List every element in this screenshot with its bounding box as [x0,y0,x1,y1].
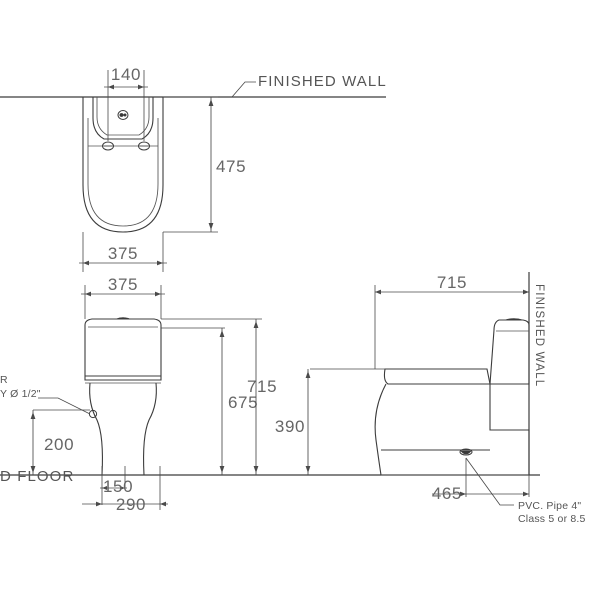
front-elevation-view: R Y Ø 1/2" 200 D FLOOR 375 675 [0,275,300,514]
pvc-pipe-label-line1: PVC. Pipe 4" [518,500,581,512]
plan-bolt-hole-left-icon [102,141,114,151]
front-290-arrow-left-icon [96,501,102,507]
side-dim-715-label: 715 [437,273,467,292]
plan-flush-button-dot-right-icon [123,113,127,117]
side-390-arrow-top-icon [305,371,311,378]
side-elevation-view: FINISHED WALL PVC. Pipe 4" Class 5 or 8.… [275,272,586,525]
finished-floor-label: D FLOOR [0,468,74,485]
front-dim-150-label: 150 [103,477,133,496]
finished-wall-label-vertical: FINISHED WALL [533,284,545,387]
side-bowl-front-profile [374,383,387,476]
front-715-arrow-top-icon [253,321,259,328]
water-supply-label-line1: R [0,374,8,386]
plan-375-arrow-left-icon [83,260,89,266]
plan-view-top: 140 375 475 FINISHED WALL [0,65,387,272]
plan-dim-140-label: 140 [111,65,141,84]
plan-475-arrow-top-icon [208,99,214,106]
plan-475-arrow-bottom-icon [208,223,214,230]
front-dim-290-label: 290 [116,495,146,514]
side-outlet-icon [459,448,473,456]
pvc-pipe-label-line2: Class 5 or 8.5 [518,513,586,525]
side-flush-button-icon [504,318,524,321]
front-715-arrow-bottom-icon [253,466,259,473]
side-715-arrow-left-icon [375,289,381,295]
plan-140-arrow-left-icon [108,84,114,90]
front-bowl-left-profile [89,382,103,476]
plan-bowl-outline [82,97,164,233]
front-200-arrow-bottom-icon [30,466,36,473]
front-375-arrow-left-icon [85,291,91,297]
plan-bolt-hole-right-icon [138,141,150,151]
water-supply-label-line2: Y Ø 1/2" [0,388,41,400]
plan-dim-375-label: 375 [108,244,138,263]
plan-bowl-inner [87,118,159,227]
front-200-arrow-top-icon [30,412,36,419]
side-465-arrow-left-icon [460,491,466,497]
front-675-arrow-bottom-icon [219,466,225,473]
plan-dim-475-label: 475 [216,157,246,176]
front-bowl-right-profile [143,382,157,476]
finished-wall-label-horizontal: FINISHED WALL [258,73,387,90]
front-flush-button-icon [115,317,131,320]
side-tank-outline [489,319,530,385]
plan-flush-button-dot-left-icon [119,113,124,117]
front-150-arrow-left-icon [102,486,107,490]
pvc-pipe-leader [465,457,514,506]
front-tank-outline [84,318,162,381]
side-outlet-fill-icon [460,450,472,455]
front-290-arrow-right-icon [160,501,166,507]
front-675-arrow-top-icon [219,330,225,337]
side-seat-outline [383,368,491,385]
plan-flush-button-icon [117,110,129,120]
plan-375-arrow-right-icon [157,260,163,266]
side-dim-390-label: 390 [275,417,305,436]
front-dim-375-label: 375 [108,275,138,294]
front-dim-675-label: 675 [228,393,258,412]
plan-tank-inner [96,97,150,136]
side-dim-465-label: 465 [432,484,462,503]
side-715-arrow-right-icon [523,289,529,295]
side-465-arrow-right-icon [523,491,529,497]
plan-140-arrow-right-icon [138,84,144,90]
water-supply-leader [38,397,91,415]
front-dim-715-label: 715 [247,377,277,396]
finished-wall-leader [231,81,256,98]
front-375-arrow-right-icon [155,291,161,297]
front-150-arrow-right-icon [120,486,125,490]
plan-tank-outline [92,96,154,140]
side-390-arrow-bottom-icon [305,466,311,473]
front-dim-200-label: 200 [44,435,74,454]
